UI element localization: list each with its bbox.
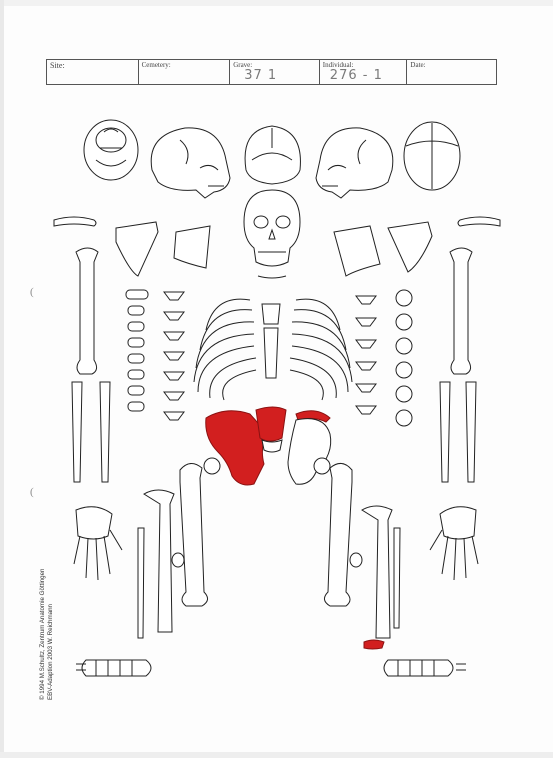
right-femur — [180, 463, 208, 606]
left-fibula — [394, 528, 400, 628]
right-ribs — [194, 299, 256, 400]
distal-fibula-fragment-highlighted — [364, 640, 384, 649]
left-scapula-anterior — [334, 226, 380, 276]
left-hand — [430, 507, 478, 580]
left-ulna — [466, 382, 476, 482]
left-patella — [350, 553, 362, 567]
skull-posterior-view — [245, 126, 300, 184]
sternum — [262, 304, 280, 378]
right-scapula-anterior — [174, 226, 210, 268]
right-tibia — [144, 490, 174, 632]
left-tibia — [362, 506, 392, 638]
left-foot — [384, 660, 466, 676]
coccyx — [262, 440, 282, 452]
right-fibula — [138, 528, 144, 638]
sacrum-highlighted — [256, 407, 286, 441]
right-humerus — [76, 248, 98, 374]
right-clavicle — [54, 217, 96, 226]
skull-left-lateral-view — [316, 128, 393, 198]
left-femur — [324, 463, 352, 606]
cervical-thoracic-vertebrae-left-column — [126, 290, 148, 411]
skull-anterior-view — [244, 190, 300, 278]
left-ribs — [290, 299, 352, 400]
thoracic-vertebrae-column — [164, 292, 184, 420]
lumbar-vertebrae-column — [396, 290, 412, 426]
right-hand — [74, 507, 122, 580]
thoracic-vertebrae-right-column — [356, 296, 376, 414]
right-scapula-posterior — [116, 222, 158, 276]
skull-inferior-view — [84, 120, 138, 180]
right-radius — [72, 382, 82, 482]
left-femoral-head — [314, 458, 330, 474]
right-femoral-head — [204, 458, 220, 474]
skull-right-lateral-view — [151, 128, 230, 198]
right-ulna — [100, 382, 110, 482]
left-humerus — [450, 248, 472, 374]
right-patella — [172, 553, 184, 567]
left-clavicle — [458, 217, 500, 226]
left-radius — [440, 382, 450, 482]
right-foot — [76, 660, 151, 676]
skull-superior-view — [404, 122, 460, 190]
left-innominate — [288, 419, 331, 485]
left-scapula-posterior — [388, 222, 432, 272]
